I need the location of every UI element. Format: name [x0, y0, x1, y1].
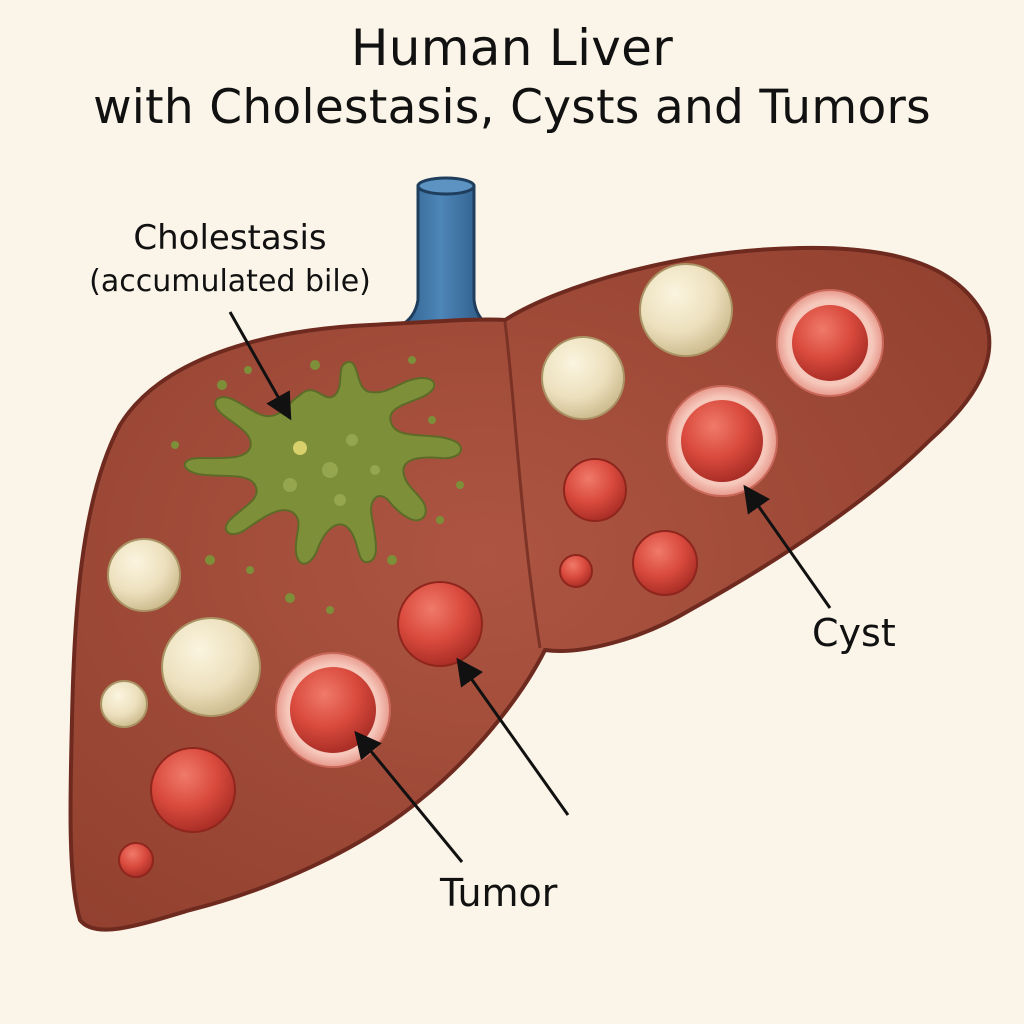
ringed-lesions	[275, 289, 884, 768]
lobe-division	[503, 321, 542, 649]
cysts	[100, 263, 733, 728]
arrow-tumor-1	[354, 730, 464, 863]
page-subtitle: with Cholestasis, Cysts and Tumors	[93, 80, 931, 135]
cholestasis-label: Cholestasis (accumulated bile)	[60, 216, 400, 304]
tumors	[118, 458, 698, 878]
cyst	[639, 263, 733, 357]
tumor	[118, 842, 154, 878]
arrow-tumor-2	[456, 657, 570, 816]
cholestasis-area	[171, 356, 464, 614]
cyst	[107, 538, 181, 612]
cyst-label: Cyst	[812, 611, 896, 655]
arrow-cholestasis	[228, 311, 292, 421]
arrow-cyst	[743, 484, 832, 609]
vessel	[399, 176, 496, 328]
page-title: Human Liver	[350, 19, 674, 77]
tumor	[150, 747, 236, 833]
tumor	[632, 530, 698, 596]
tumor	[563, 458, 627, 522]
tumor-label: Tumor	[440, 871, 558, 915]
cyst	[541, 336, 625, 420]
tumor	[559, 554, 593, 588]
cholestasis-label-detail: (accumulated bile)	[89, 264, 371, 299]
tumor	[397, 581, 483, 667]
leader-arrows	[228, 311, 832, 863]
cyst	[100, 680, 148, 728]
cholestasis-label-title: Cholestasis	[133, 218, 327, 258]
title-block: Human Liver with Cholestasis, Cysts and …	[0, 18, 1024, 138]
cyst	[161, 617, 261, 717]
